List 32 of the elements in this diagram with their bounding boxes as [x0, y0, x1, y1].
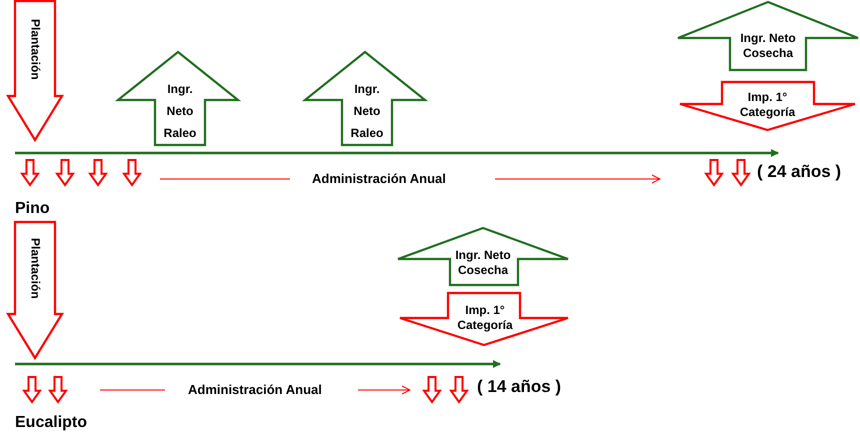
down-arrow-shape: [8, 222, 62, 358]
up-arrow-shape: [398, 228, 568, 285]
down-arrow-shape: [400, 293, 568, 345]
up-arrow-shape: [118, 52, 238, 145]
arrow-label: Plantación: [28, 238, 42, 298]
duration-label: ( 14 años ): [477, 377, 562, 397]
arrow-label: Ingr. Neto Raleo: [350, 81, 384, 142]
species-label: Pino: [15, 200, 50, 218]
arrow-label: Ingr. Neto Raleo: [162, 81, 198, 142]
down-arrow-shape: [706, 160, 722, 185]
down-arrow-shape: [424, 377, 440, 402]
down-arrow-shape: [22, 160, 38, 185]
down-arrow-shape: [50, 377, 66, 402]
down-arrow-shape: [124, 160, 140, 185]
arrow-label: Ingr. Neto Cosecha: [739, 31, 797, 61]
down-arrow-shape: [90, 160, 106, 185]
down-arrow-shape: [24, 377, 40, 402]
up-arrow-shape: [678, 2, 858, 70]
arrow-label: Plantación: [28, 18, 42, 80]
species-label: Eucalipto: [15, 414, 88, 432]
duration-label: ( 24 años ): [757, 162, 842, 182]
arrow-label: Ingr. Neto Cosecha: [454, 248, 512, 278]
period-label: Administración Anual: [188, 382, 322, 397]
down-arrow-shape: [680, 82, 855, 130]
period-label: Administración Anual: [312, 171, 446, 186]
up-arrow-shape: [305, 52, 425, 145]
arrow-label: Imp. 1° Categoría: [738, 90, 796, 120]
down-arrow-shape: [57, 160, 73, 185]
down-arrow-shape: [451, 377, 467, 402]
down-arrow-shape: [733, 160, 749, 185]
arrow-label: Imp. 1° Categoría: [456, 303, 514, 333]
down-arrow-shape: [8, 1, 62, 140]
